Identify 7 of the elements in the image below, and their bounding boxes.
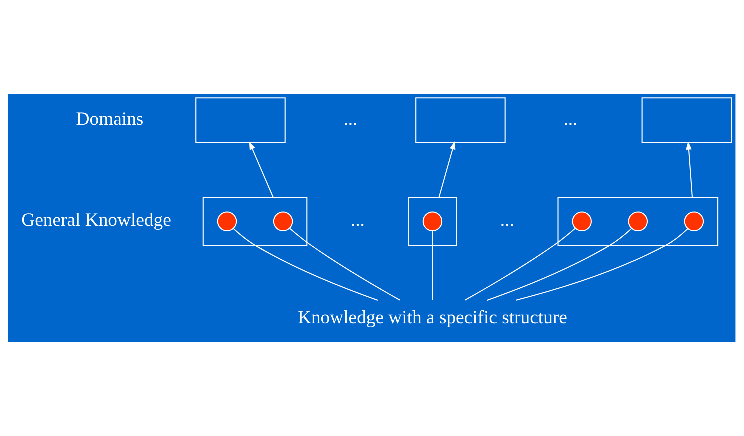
label: ... [500, 210, 514, 232]
label: ... [564, 109, 578, 130]
label: ... [344, 109, 358, 130]
label: ... [350, 210, 365, 232]
label: General Knowledge [22, 210, 172, 232]
label: Domains [76, 109, 144, 130]
node-text: Knowledge with a specific structure [298, 308, 568, 329]
